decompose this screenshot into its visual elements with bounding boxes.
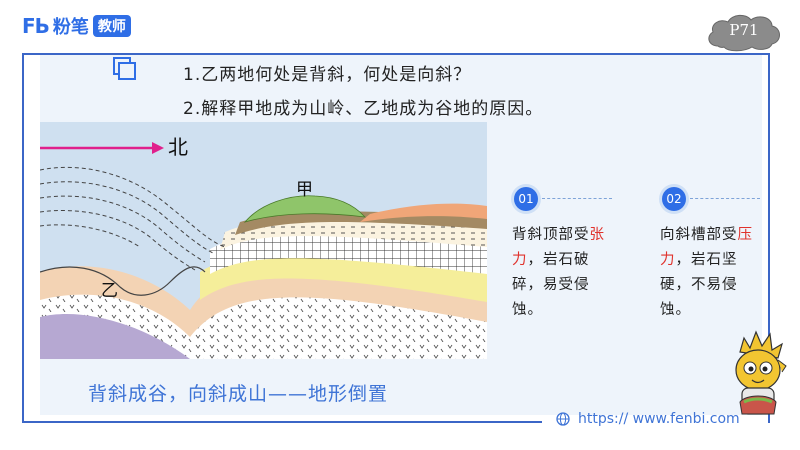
mascot-illustration	[726, 322, 790, 422]
logo-mark: FЬ	[22, 14, 50, 38]
note-body-1: 背斜顶部受张力，岩石破碎，易受侵蚀。	[512, 223, 612, 323]
page-number: P71	[729, 21, 759, 39]
note-syncline: 02 向斜槽部受压力，岩石坚硬，不易侵蚀。	[660, 187, 760, 323]
footer-website[interactable]: https:// www.fenbi.com	[556, 411, 740, 427]
note-divider-1	[542, 198, 612, 199]
page-number-badge: P71	[704, 10, 784, 54]
fenbi-logo: FЬ 粉笔 教师	[22, 12, 131, 40]
frame-border-left	[22, 53, 24, 423]
note-number-2: 02	[662, 187, 686, 211]
globe-icon	[556, 412, 570, 426]
question-1: 1.乙两地何处是背斜，何处是向斜？	[183, 65, 472, 85]
note-text-2a: 向斜槽部受	[660, 227, 738, 243]
note-number-1: 01	[514, 187, 538, 211]
copy-squares-icon	[113, 57, 136, 80]
note-text-1b: ，岩石破碎，易受侵蚀。	[512, 252, 590, 318]
note-text-2b: ，岩石坚硬，不易侵蚀。	[660, 252, 738, 318]
yi-label: 乙	[101, 281, 118, 301]
question-2: 2.解释甲地成为山岭、乙地成为谷地的原因。	[183, 99, 544, 119]
jia-label: 甲	[296, 180, 313, 200]
logo-name: 粉笔	[52, 17, 89, 38]
cloud-badge-icon	[708, 14, 780, 52]
conclusion-text: 背斜成谷，向斜成山——地形倒置	[88, 383, 389, 405]
note-divider-2	[690, 198, 760, 199]
note-anticline: 01 背斜顶部受张力，岩石破碎，易受侵蚀。	[512, 187, 612, 323]
note-highlight-1: 张力	[512, 227, 605, 268]
fold-strata-illustration	[40, 142, 487, 359]
north-label: 北	[168, 135, 188, 159]
frame-border-top	[22, 53, 770, 55]
frame-border-bottom	[22, 421, 542, 423]
geologic-cross-section	[40, 122, 487, 359]
north-arrow-head	[152, 142, 164, 154]
logo-tag: 教师	[92, 15, 131, 37]
note-body-2: 向斜槽部受压力，岩石坚硬，不易侵蚀。	[660, 223, 760, 323]
note-highlight-2: 压力	[660, 227, 753, 268]
note-text-1a: 背斜顶部受	[512, 227, 590, 243]
frame-border-right	[768, 53, 770, 423]
website-url[interactable]: https:// www.fenbi.com	[578, 411, 740, 427]
